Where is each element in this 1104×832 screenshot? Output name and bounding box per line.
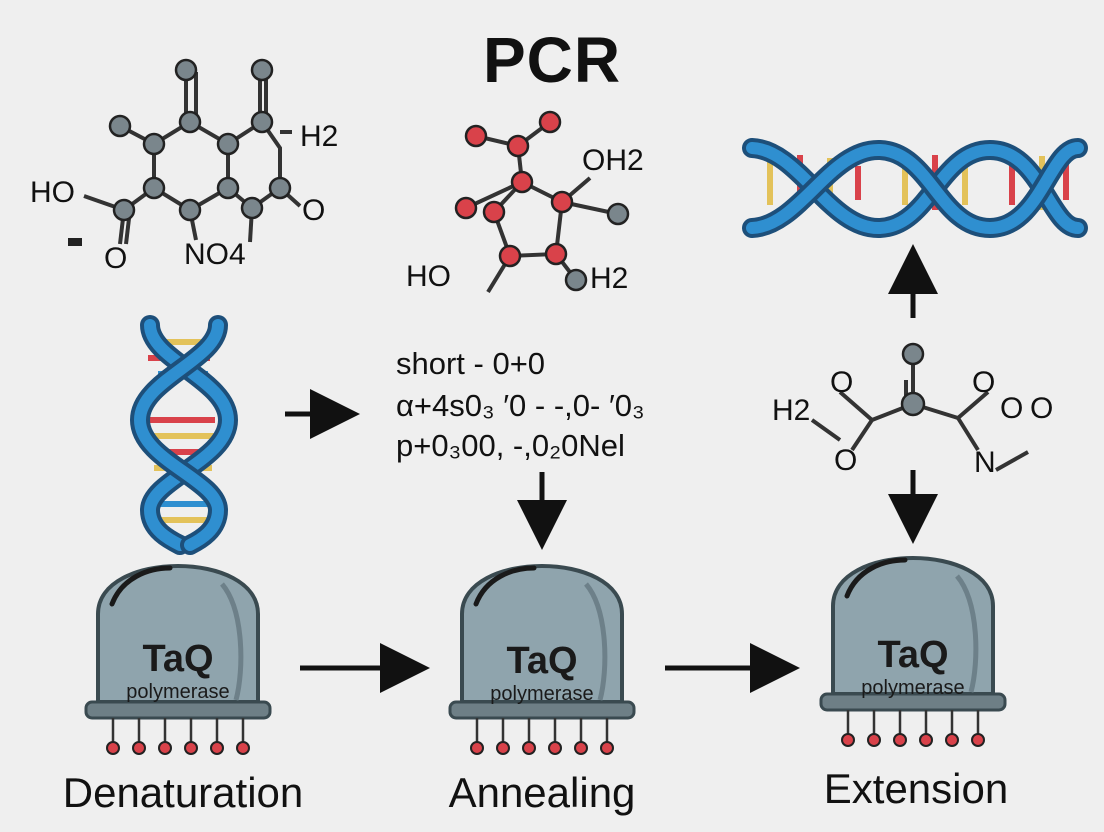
molecule-1-label-h2: H2 <box>300 120 339 153</box>
polymerase-subtitle-denaturation: polymerase <box>126 681 230 703</box>
molecule-2-atoms <box>454 110 630 292</box>
primer-note-line-3: p+0₃00, -,0₂0Nel <box>396 428 625 463</box>
polymerase-dome-extension <box>819 556 1007 747</box>
dna-helix-vertical <box>129 315 239 555</box>
molecule-3-label-o-5: O <box>834 444 858 477</box>
primer-note-line-2: α+4s0₃ ′0 - -,0- ′0₃ <box>396 388 645 423</box>
molecule-3-label-n: N <box>974 446 996 479</box>
molecule-3-label-o-3: O <box>1000 392 1024 425</box>
molecule-1-label-no4: NO4 <box>184 238 246 271</box>
molecule-1-atoms <box>108 58 292 222</box>
molecule-3-label-o-1: O <box>830 366 854 399</box>
page-title: PCR <box>482 24 622 96</box>
molecule-2-label-ho: HO <box>406 260 451 293</box>
molecule-1-label-o-right: O <box>302 194 326 227</box>
step-label-extension: Extension <box>823 765 1009 812</box>
molecule-3-label-o-4: O <box>1030 392 1054 425</box>
flow-arrows <box>285 244 938 693</box>
polymerase-name-annealing: TaQ <box>506 640 578 682</box>
dna-helix-horizontal <box>742 138 1088 239</box>
molecule-2-label-h2: H2 <box>590 262 629 295</box>
step-label-annealing: Annealing <box>448 769 636 816</box>
polymerase-dome-denaturation <box>84 564 272 755</box>
primer-note-line-1: short - 0+0 <box>396 346 546 381</box>
molecule-1-label-ho: HO <box>30 176 75 209</box>
polymerase-name-denaturation: TaQ <box>142 638 214 680</box>
molecule-1-label-o-bottom: O <box>104 242 128 275</box>
molecule-3-label-h2: H2 <box>772 394 811 427</box>
step-label-denaturation: Denaturation <box>62 769 304 816</box>
molecule-1-mark <box>68 238 82 246</box>
polymerase-name-extension: TaQ <box>877 634 949 676</box>
molecule-3-label-o-2: O <box>972 366 996 399</box>
polymerase-dome-annealing <box>448 564 636 755</box>
polymerase-subtitle-annealing: polymerase <box>490 683 594 705</box>
polymerase-subtitle-extension: polymerase <box>861 677 965 699</box>
molecule-2-label-oh2: OH2 <box>582 144 644 177</box>
molecule-3-atoms <box>900 342 926 417</box>
